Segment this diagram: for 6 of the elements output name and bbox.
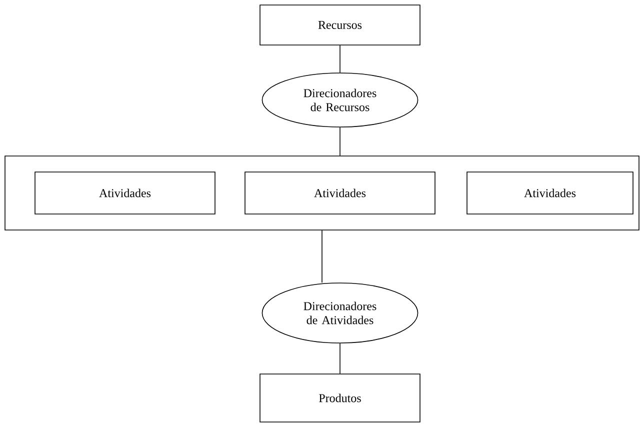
process-box: Atividades <box>34 172 216 214</box>
group-box <box>4 156 640 230</box>
process-box: Atividades <box>244 172 436 214</box>
process-box: Recursos <box>260 4 420 46</box>
process-box: Produtos <box>260 374 420 422</box>
process-box: Atividades <box>466 172 634 214</box>
